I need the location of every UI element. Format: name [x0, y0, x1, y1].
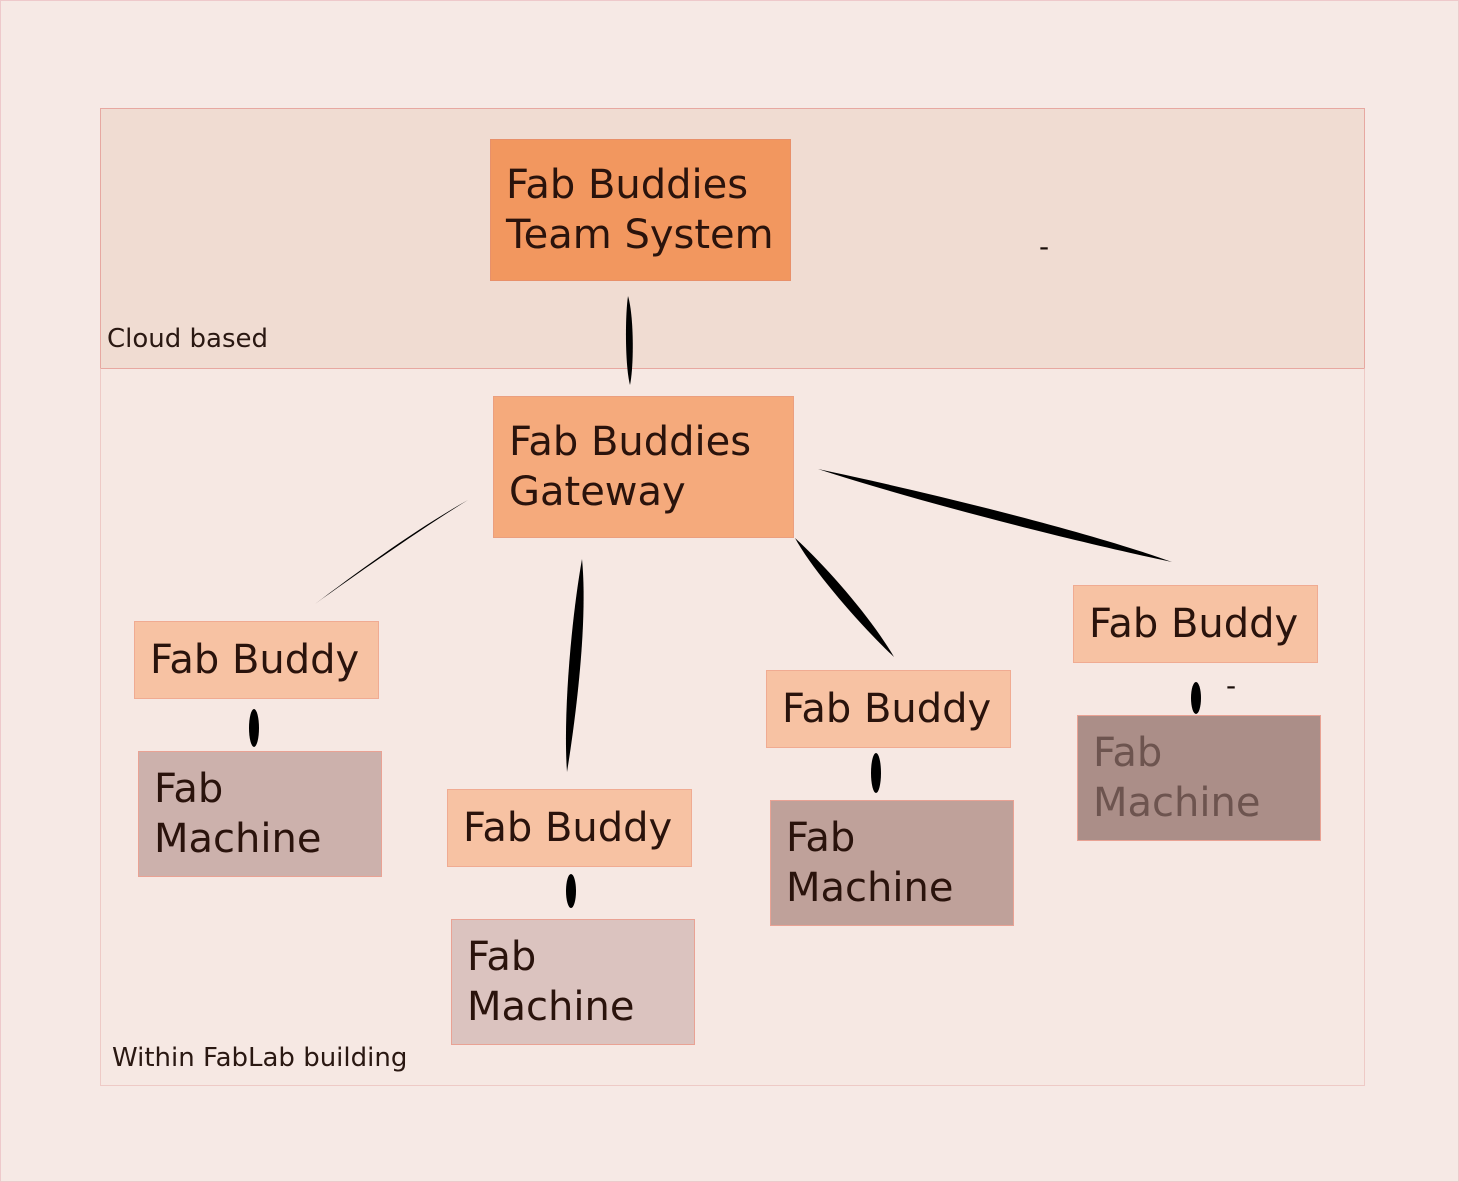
- fab-machine-line-1: Fab: [154, 766, 224, 812]
- fab-machine-node-3: Fab Machine: [770, 800, 1014, 926]
- fab-machine-line-1: Fab: [467, 934, 537, 980]
- fab-buddy-node-4: Fab Buddy: [1073, 585, 1318, 663]
- gateway-line-2: Gateway: [509, 469, 686, 515]
- dash-mark-top: -: [1039, 230, 1050, 263]
- fab-machine-line-2: Machine: [154, 816, 322, 862]
- fab-machine-node-1: Fab Machine: [138, 751, 382, 877]
- fab-buddy-node-1: Fab Buddy: [134, 621, 379, 699]
- team-system-line-1: Fab Buddies: [506, 162, 749, 208]
- gateway-line-1: Fab Buddies: [509, 419, 752, 465]
- fab-machine-line-2: Machine: [1093, 780, 1261, 826]
- fab-buddy-node-3: Fab Buddy: [766, 670, 1011, 748]
- fab-buddy-label: Fab Buddy: [463, 805, 673, 851]
- dash-mark-right: -: [1226, 669, 1237, 702]
- fab-machine-line-2: Machine: [467, 984, 635, 1030]
- building-zone-label: Within FabLab building: [112, 1043, 408, 1073]
- fab-machine-node-2: Fab Machine: [451, 919, 695, 1045]
- fab-machine-line-1: Fab: [786, 815, 856, 861]
- team-system-node: Fab Buddies Team System: [490, 139, 791, 281]
- fab-machine-node-4: Fab Machine: [1077, 715, 1321, 841]
- fab-buddy-label: Fab Buddy: [150, 637, 360, 683]
- fab-buddy-node-2: Fab Buddy: [447, 789, 692, 867]
- fab-buddy-label: Fab Buddy: [1089, 601, 1299, 647]
- fab-buddy-label: Fab Buddy: [782, 686, 992, 732]
- fab-machine-line-1: Fab: [1093, 730, 1163, 776]
- cloud-zone-label: Cloud based: [107, 324, 269, 354]
- gateway-node: Fab Buddies Gateway: [493, 396, 794, 538]
- team-system-line-2: Team System: [506, 212, 774, 258]
- fab-machine-line-2: Machine: [786, 865, 954, 911]
